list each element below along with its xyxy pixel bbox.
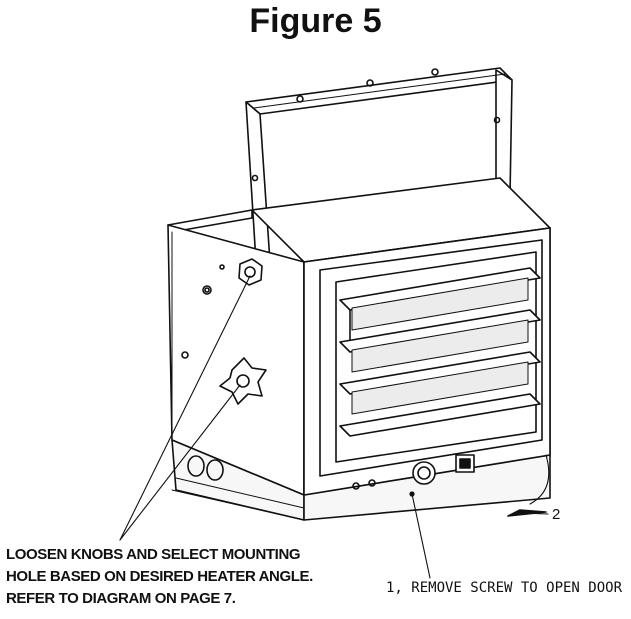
louver-2 [339,309,541,373]
indicator-hole-2 [368,479,376,487]
knob-instruction-line-2: HOLE BASED ON DESIRED HEATER ANGLE. [6,568,313,585]
knob-instruction-line-3: REFER TO DIAGRAM ON PAGE 7. [6,590,236,607]
upper-knob[interactable] [238,258,263,286]
power-switch[interactable] [455,454,475,473]
screw-instruction: 1, REMOVE SCREW TO OPEN DOOR [386,580,623,596]
knob-instruction-line-1: LOOSEN KNOBS AND SELECT MOUNTING [6,546,301,563]
figure-title: Figure 5 [249,2,382,40]
step-two-label: 2 [552,506,561,523]
louver-3 [339,351,541,415]
screw-leader-line [411,493,431,579]
door-arrow [507,454,550,517]
knob-leader-lines [119,275,251,541]
louver-4 [339,393,541,437]
indicator-hole-1 [352,482,360,490]
thermostat-dial[interactable] [412,461,436,485]
louver-1 [339,267,541,341]
lower-knob[interactable] [219,357,267,405]
mounting-bracket [245,67,513,263]
knob-instructions: LOOSEN KNOBS AND SELECT MOUNTING HOLE BA… [6,544,313,610]
